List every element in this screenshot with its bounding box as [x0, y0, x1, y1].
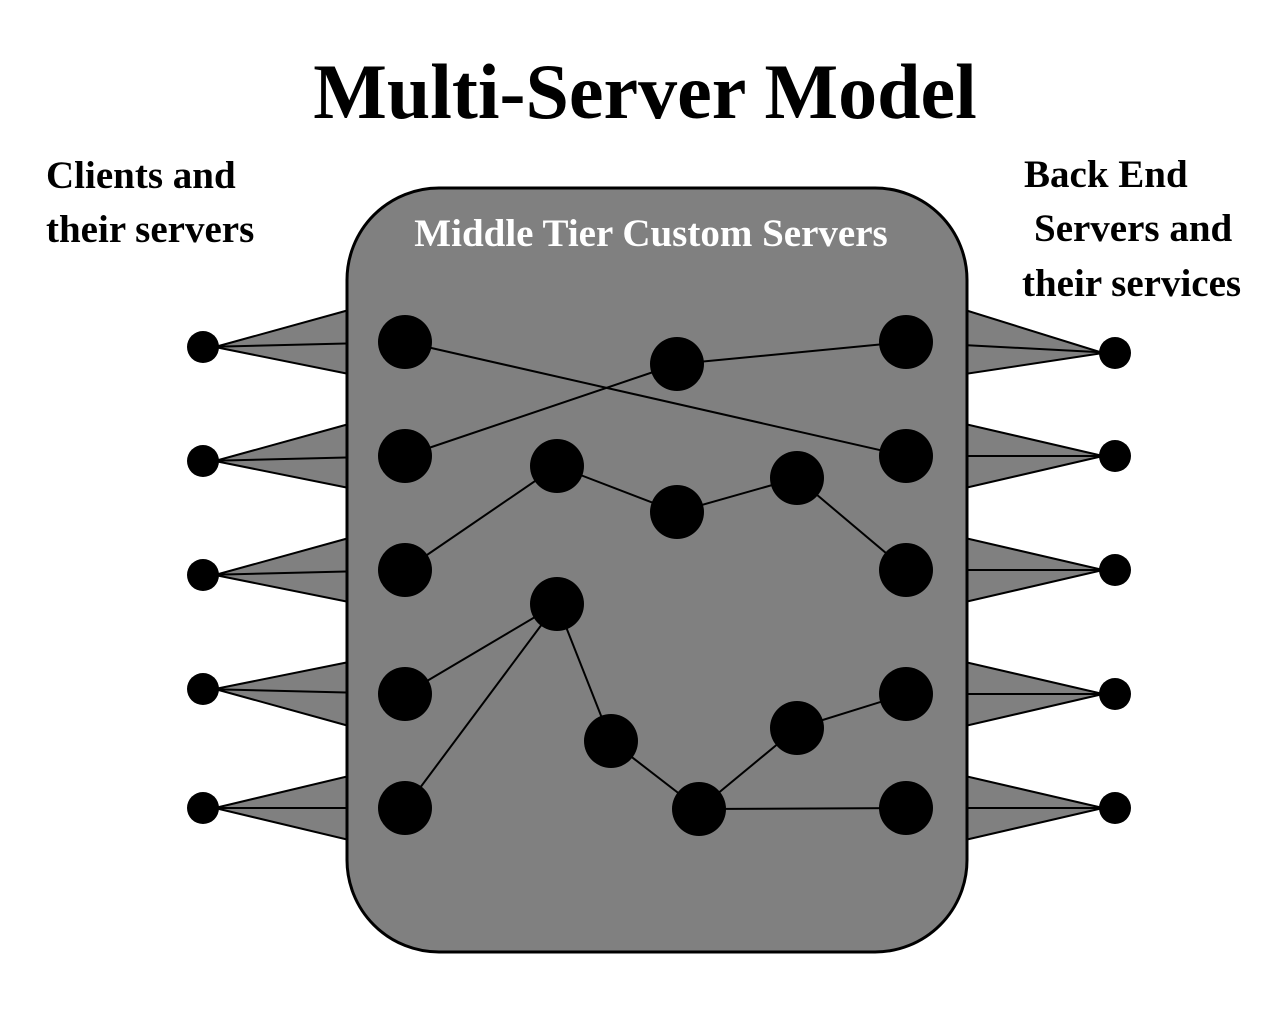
middle-tier-server-node [672, 782, 726, 836]
backend-endpoint [1099, 337, 1131, 369]
backend-endpoint [1099, 440, 1131, 472]
middle-tier-server-node [650, 485, 704, 539]
client-fan [214, 422, 350, 490]
middle-tier-server-node [770, 701, 824, 755]
server-nodes [187, 315, 1131, 836]
client-server-node [378, 667, 432, 721]
backend-label-line-3: their services [1022, 262, 1241, 305]
backend-server-node [879, 667, 933, 721]
client-endpoint [187, 559, 219, 591]
client-endpoint [187, 445, 219, 477]
backend-server-node [879, 429, 933, 483]
middle-tier-server-node [530, 439, 584, 493]
clients-label-line-1: Clients and [46, 154, 236, 197]
middle-tier-server-node [584, 714, 638, 768]
backend-label-line-2: Servers and [1034, 207, 1233, 250]
client-fan [214, 660, 350, 728]
client-fan [214, 536, 350, 604]
middle-tier-label: Middle Tier Custom Servers [414, 212, 887, 255]
middle-tier-box [345, 186, 969, 954]
backend-endpoint [1099, 678, 1131, 710]
client-endpoint [187, 673, 219, 705]
client-server-node [378, 429, 432, 483]
backend-server-node [879, 315, 933, 369]
server-connection [404, 465, 558, 571]
server-connection [698, 807, 907, 810]
clients-label-line-2: their servers [46, 208, 254, 251]
client-server-node [378, 543, 432, 597]
page-title: Multi-Server Model [313, 48, 977, 135]
backend-server-node [879, 543, 933, 597]
backend-endpoint [1099, 554, 1131, 586]
middle-tier-server-node [530, 577, 584, 631]
client-server-node [378, 315, 432, 369]
backend-server-node [879, 781, 933, 835]
client-server-node [378, 781, 432, 835]
client-fan [214, 308, 350, 376]
server-connection [404, 603, 558, 809]
client-endpoint [187, 331, 219, 363]
server-connection [676, 341, 907, 365]
backend-label-line-1: Back End [1024, 153, 1188, 196]
middle-tier-server-node [770, 451, 824, 505]
backend-fan [964, 308, 1104, 376]
middle-tier-server-node [650, 337, 704, 391]
backend-endpoint [1099, 792, 1131, 824]
client-endpoint [187, 792, 219, 824]
server-connection [404, 363, 678, 457]
server-connection [404, 603, 558, 695]
server-connection [404, 341, 907, 457]
